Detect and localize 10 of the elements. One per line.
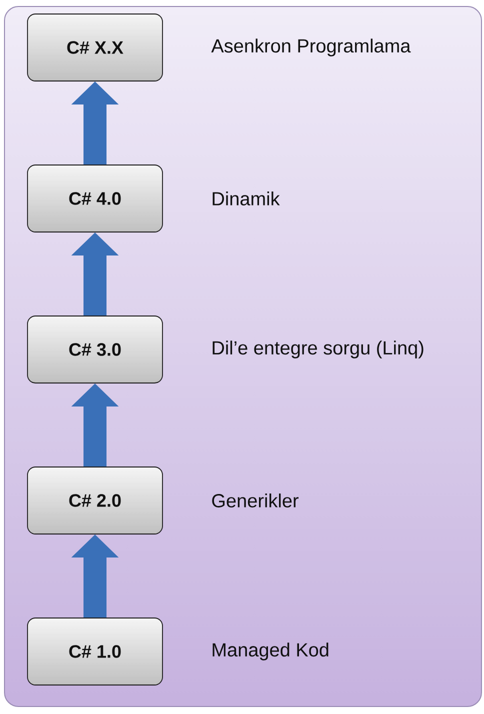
side-label: Managed Kod	[212, 642, 328, 660]
version-box: C# 1.0	[27, 618, 163, 686]
version-box: C# 3.0	[27, 316, 163, 384]
side-label: Asenkron Programlama	[211, 38, 411, 56]
side-label: Generikler	[212, 494, 298, 508]
version-box: C# 2.0	[27, 466, 163, 534]
side-label: Dil’e entegre sorgu (Linq)	[212, 340, 424, 358]
version-box: C# 4.0	[27, 164, 163, 232]
side-label: Dinamik	[212, 192, 280, 206]
version-box: C# X.X	[27, 14, 163, 82]
